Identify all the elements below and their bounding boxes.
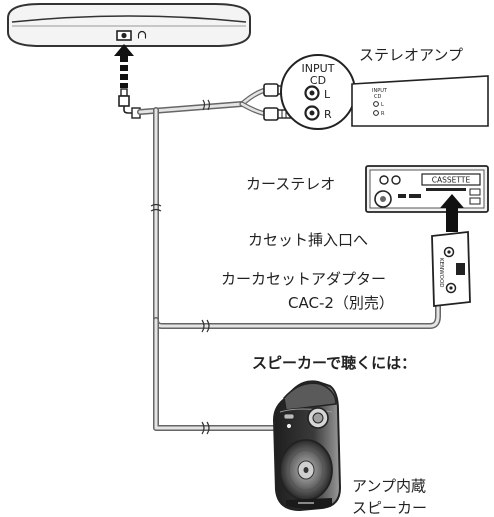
input-jack-right: R	[324, 108, 332, 121]
stereo-amp-panel: INPUT CD L R	[351, 75, 489, 127]
amp-input-label: INPUT	[372, 88, 388, 94]
car-adapter-label: カーカセットアダプター	[221, 270, 387, 288]
cassette-slot-label: CASSETTE	[432, 176, 471, 185]
insert-arrow	[440, 194, 464, 232]
input-jack-label: INPUT	[302, 62, 335, 75]
insert-slot-label: カセット挿入口へ	[248, 231, 369, 249]
amp-right-label: R	[381, 111, 385, 117]
plug-in-arrow	[114, 44, 134, 88]
mini-plug	[118, 88, 141, 119]
input-jack-cd: CD	[310, 74, 326, 87]
speaker-label-line1: アンプ内蔵	[352, 477, 426, 495]
phones-jack	[116, 30, 147, 41]
car-adapter-model: CAC-2（別売）	[288, 294, 394, 312]
adapter-brand: KENWOOD	[438, 258, 444, 288]
amp-left-label: L	[381, 102, 384, 108]
car-stereo-label: カーステレオ	[246, 175, 336, 193]
cable-breaks	[150, 99, 211, 435]
input-jack-left: L	[324, 88, 331, 101]
input-jack-callout: INPUT CD L R	[280, 54, 356, 130]
speaker-heading: スピーカーで聴くには：	[252, 354, 417, 372]
cables	[137, 87, 441, 431]
cd-player	[7, 3, 251, 47]
cassette-adapter: KENWOOD	[431, 230, 471, 308]
speaker-label-line2: スピーカー	[352, 499, 428, 517]
amp-cd-label: CD	[374, 94, 381, 100]
powered-speaker	[272, 380, 342, 512]
car-stereo-unit: CASSETTE	[365, 165, 489, 213]
stereo-amp-label: ステレオアンプ	[359, 46, 463, 64]
